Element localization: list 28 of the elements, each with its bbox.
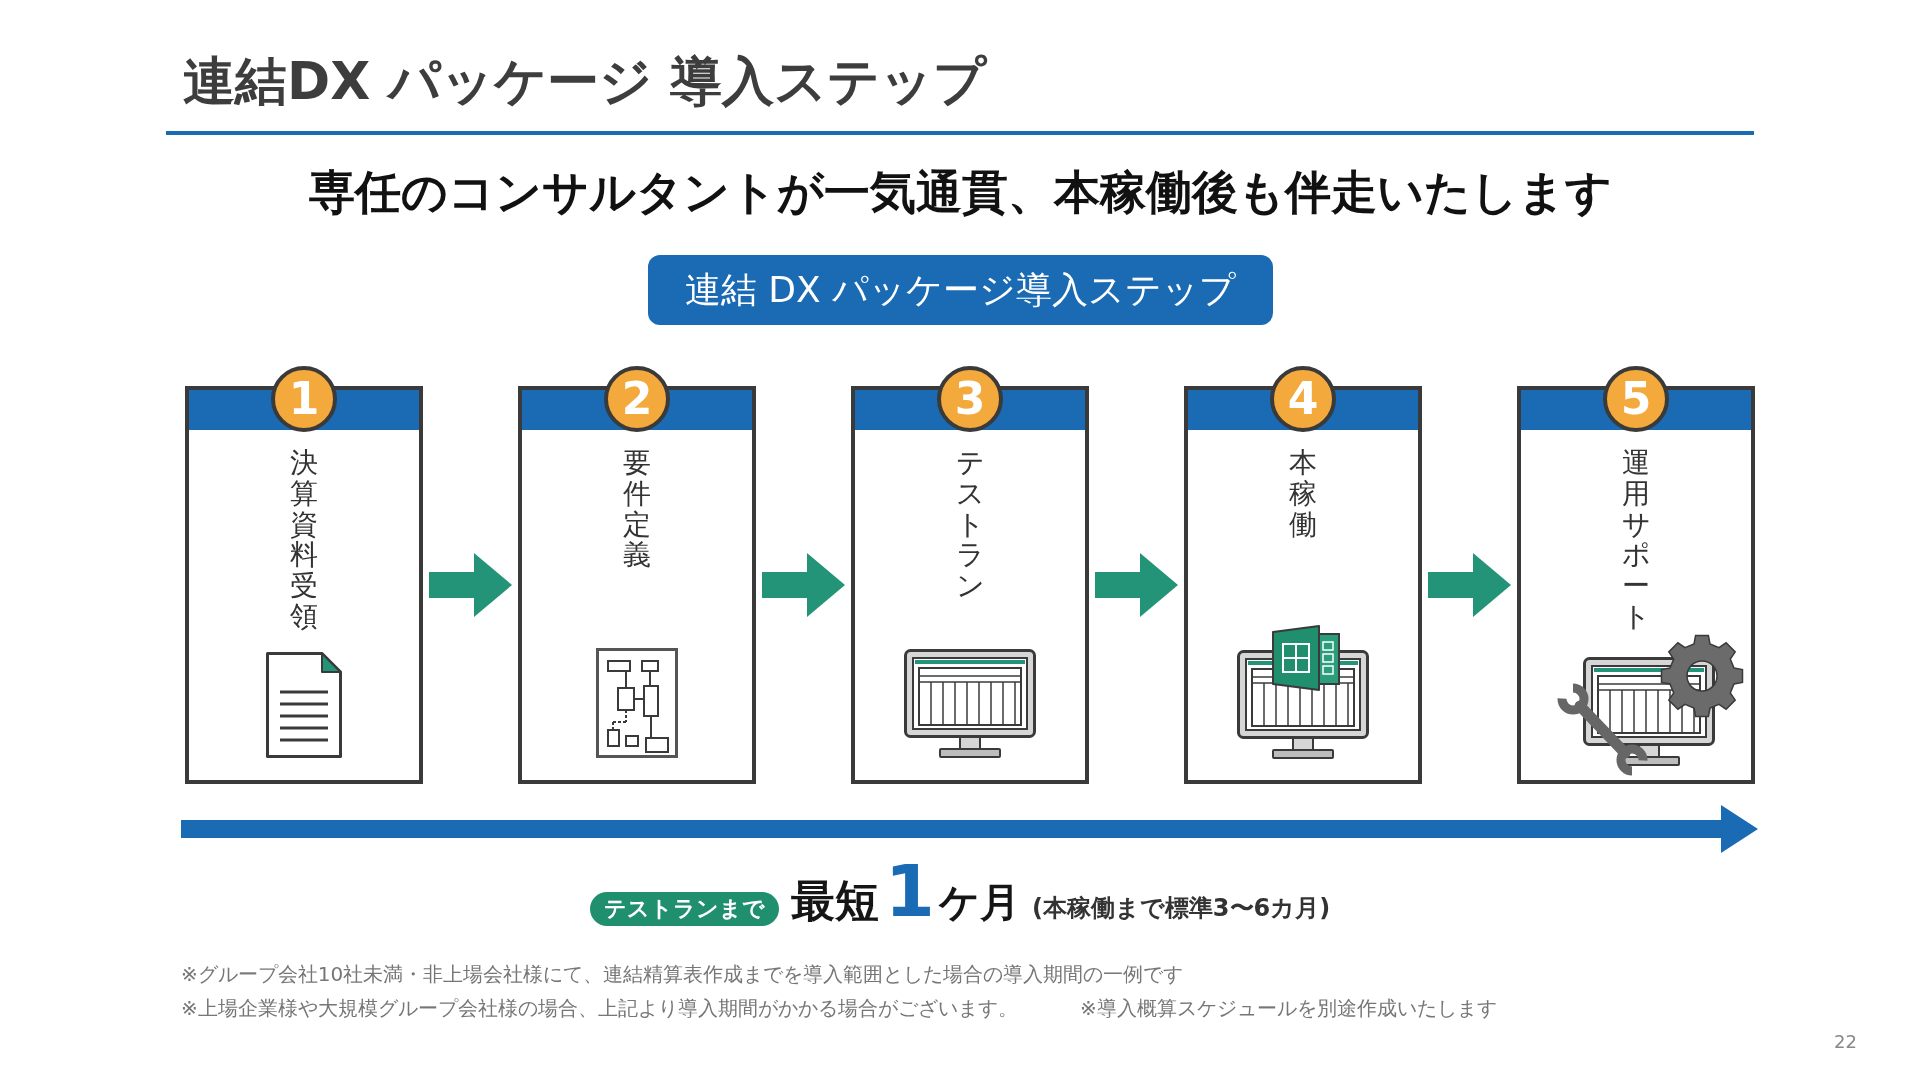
step-arrow [1428, 553, 1511, 617]
step-title: 本稼働 [1289, 448, 1317, 541]
step-number: 5 [1603, 366, 1669, 432]
step-arrow [762, 553, 845, 617]
page-number: 22 [1834, 1030, 1857, 1054]
duration-label: 最短 [790, 879, 879, 923]
heading-banner [648, 255, 1273, 325]
tag-text: テストランまで [603, 898, 765, 920]
step-number: 1 [271, 366, 337, 432]
step-number: 2 [604, 366, 670, 432]
step-title: 運用サポート [1622, 448, 1650, 633]
step-title: 要件定義 [623, 448, 651, 572]
banner-title: 連結 DX パッケージ導入ステップ [684, 268, 1237, 312]
step-number: 3 [937, 366, 1003, 432]
step-number: 4 [1270, 366, 1336, 432]
footnote: ※導入概算スケジュールを別途作成いたします [1080, 995, 1497, 1021]
duration-number: 1 [884, 855, 935, 927]
step-arrow [1095, 553, 1178, 617]
footnote: ※グループ会社10社未満・非上場会社様にて、連結精算表作成までを導入範囲とした場合の導入期間の一例です [181, 961, 1184, 987]
step-title: テストラン [956, 448, 984, 602]
step-title: 決算資料受領 [290, 448, 318, 633]
duration-note: (本稼働まで標準3〜6カ月) [1031, 896, 1331, 920]
subtitle: 専任のコンサルタントが一気通貫、本稼働後も伴走いたします [308, 164, 1612, 221]
footnote: ※上場企業様や大規模グループ会社様の場合、上記より導入期間がかかる場合がございます。 [181, 995, 1018, 1021]
step-arrow [429, 553, 512, 617]
milestone-tag [589, 892, 779, 926]
page-title: 連結DX パッケージ 導入ステップ [183, 50, 987, 113]
duration-unit: ケ月 [938, 882, 1020, 922]
